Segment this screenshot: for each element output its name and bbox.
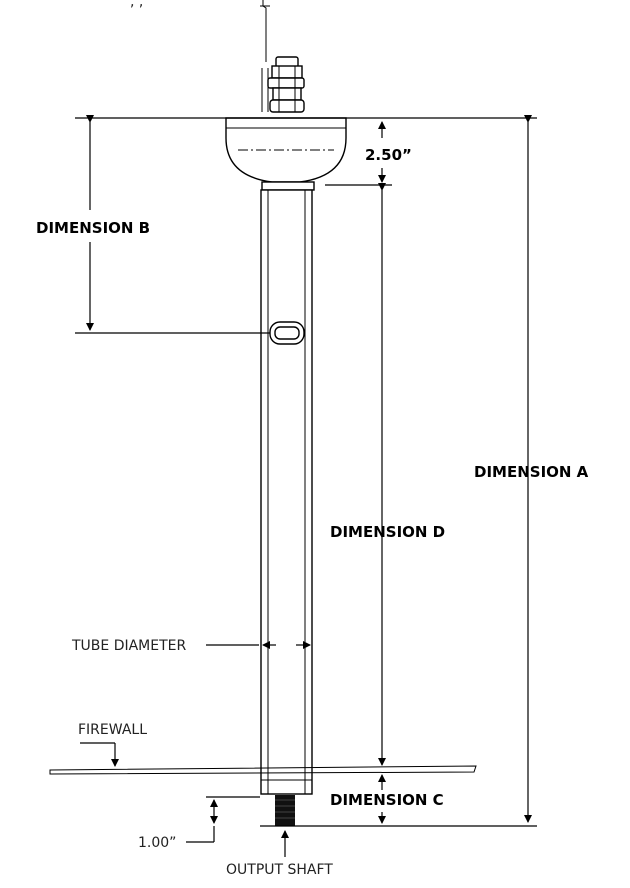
firewall-label: FIREWALL — [78, 722, 147, 738]
cropped-top-text: , , — [130, 0, 143, 10]
tube-body — [260, 189, 313, 795]
dimension-b-label: DIMENSION B — [36, 219, 150, 237]
dim-2-50-label: 2.50” — [365, 146, 412, 164]
dimension-c-label: DIMENSION C — [330, 791, 444, 809]
top-connector — [261, 56, 305, 113]
head-housing — [225, 117, 347, 191]
firewall-pointer — [80, 742, 119, 767]
dim-1-00-label: 1.00” — [138, 835, 176, 851]
tube-diameter-label: TUBE DIAMETER — [71, 638, 187, 654]
dimension-b-marker — [75, 115, 270, 334]
tube-slot — [269, 321, 305, 345]
output-shaft — [275, 795, 295, 826]
dimension-d-label: DIMENSION D — [330, 523, 445, 541]
output-shaft-label: OUTPUT SHAFT — [226, 862, 333, 878]
antenna-wire — [260, 0, 270, 62]
dimension-a-label: DIMENSION A — [474, 463, 589, 481]
dim-1-00-marker — [186, 796, 260, 843]
firewall-plate — [49, 765, 477, 775]
